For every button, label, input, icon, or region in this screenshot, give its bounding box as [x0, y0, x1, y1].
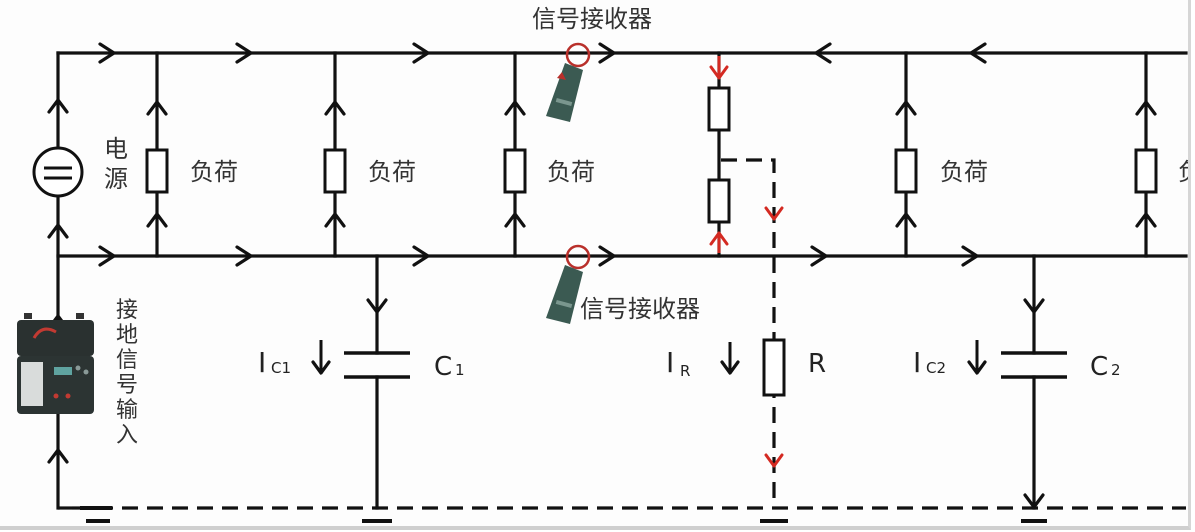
r-label: R: [808, 349, 826, 379]
right-arrow-icon: [235, 42, 253, 64]
up-arrow-icon: [895, 100, 917, 116]
ic2-current-sub: C2: [926, 359, 946, 377]
load-branch-3: [503, 51, 527, 258]
c2-label: C: [1090, 352, 1108, 382]
up-arrow-icon: [504, 212, 526, 228]
up-arrow-icon: [1135, 212, 1157, 228]
left-arrow-icon: [969, 42, 987, 64]
load-resistor-icon: [1134, 148, 1158, 194]
ic1-current-label: I: [258, 346, 266, 379]
clamp-receiver-top-icon: [546, 42, 591, 122]
ground-signal-device-icon: [17, 313, 94, 414]
label-char: 号: [115, 373, 138, 398]
up-arrow-icon: [47, 223, 69, 239]
load-branch-2: [323, 51, 347, 258]
up-arrow-icon: [504, 100, 526, 116]
power-source-icon: [32, 146, 84, 198]
load-branch-1: [145, 51, 169, 258]
right-arrow-icon: [98, 245, 116, 267]
ic2-current-label: I: [913, 346, 921, 379]
power-source-label-2: 源: [104, 165, 128, 193]
ground-resistor-r-icon: [762, 338, 786, 397]
load-resistor-icon: [894, 148, 918, 194]
load-label-2: 负荷: [368, 158, 416, 186]
up-arrow-icon: [146, 212, 168, 228]
right-arrow-icon: [961, 245, 979, 267]
right-arrow-icon: [412, 42, 430, 64]
up-arrow-icon: [47, 448, 69, 464]
up-arrow-icon: [895, 212, 917, 228]
capacitor-c2-branch: [1001, 254, 1067, 510]
load-label-1: 负荷: [190, 158, 238, 186]
up-arrow-icon: [47, 98, 69, 114]
load-branch-4: [894, 51, 918, 258]
ir-current-sub: R: [680, 362, 690, 380]
c2-label-sub: 2: [1111, 361, 1121, 379]
ic1-current-sub: C1: [271, 359, 291, 377]
top-receiver-label: 信号接收器: [532, 5, 652, 33]
capacitor-c1-branch: [344, 254, 410, 510]
load-label-3: 负荷: [547, 158, 595, 186]
up-arrow-icon: [324, 100, 346, 116]
right-arrow-icon: [235, 245, 253, 267]
load-resistor-icon: [503, 148, 527, 194]
right-arrow-icon: [598, 245, 616, 267]
label-char: 信: [115, 348, 138, 373]
up-arrow-icon: [1135, 100, 1157, 116]
load-label-5-partial: 负: [1178, 158, 1188, 186]
fault-resistor-lower-icon: [707, 178, 731, 224]
load-resistor-icon: [323, 148, 347, 194]
load-branch-5: [1134, 51, 1158, 258]
down-arrow-icon: [1023, 298, 1045, 314]
right-arrow-icon: [598, 42, 616, 64]
up-arrow-icon: [324, 212, 346, 228]
up-arrow-icon: [146, 100, 168, 116]
red-down-arrow-icon: [764, 206, 784, 221]
c1-label: C: [434, 352, 452, 382]
clamp-receiver-bottom-icon: [546, 244, 591, 324]
right-arrow-icon: [98, 42, 116, 64]
load-label-4: 负荷: [940, 158, 988, 186]
ic1-down-arrow-icon: [311, 340, 331, 375]
ground-symbol-icon: [80, 506, 112, 523]
ir-current-label: I: [666, 346, 674, 379]
label-char: 入: [115, 423, 138, 448]
label-char: 输: [115, 398, 138, 423]
right-arrow-icon: [412, 245, 430, 267]
right-arrow-icon: [810, 245, 828, 267]
label-char: 接: [115, 298, 138, 323]
bottom-receiver-label: 信号接收器: [580, 295, 700, 323]
c1-label-sub: 1: [455, 361, 465, 379]
red-down-arrow-icon: [764, 453, 784, 468]
ic2-down-arrow-icon: [967, 340, 987, 375]
down-arrow-icon: [366, 298, 388, 314]
ground-signal-input-label: 接 地 信 号 输 入: [113, 298, 141, 448]
label-char: 地: [115, 323, 138, 348]
load-resistor-icon: [145, 148, 169, 194]
left-arrow-icon: [814, 42, 832, 64]
fault-branch: [707, 51, 731, 258]
ir-down-arrow-icon: [720, 342, 740, 375]
fault-resistor-upper-icon: [707, 86, 731, 132]
power-source-label-1: 电: [104, 135, 128, 163]
